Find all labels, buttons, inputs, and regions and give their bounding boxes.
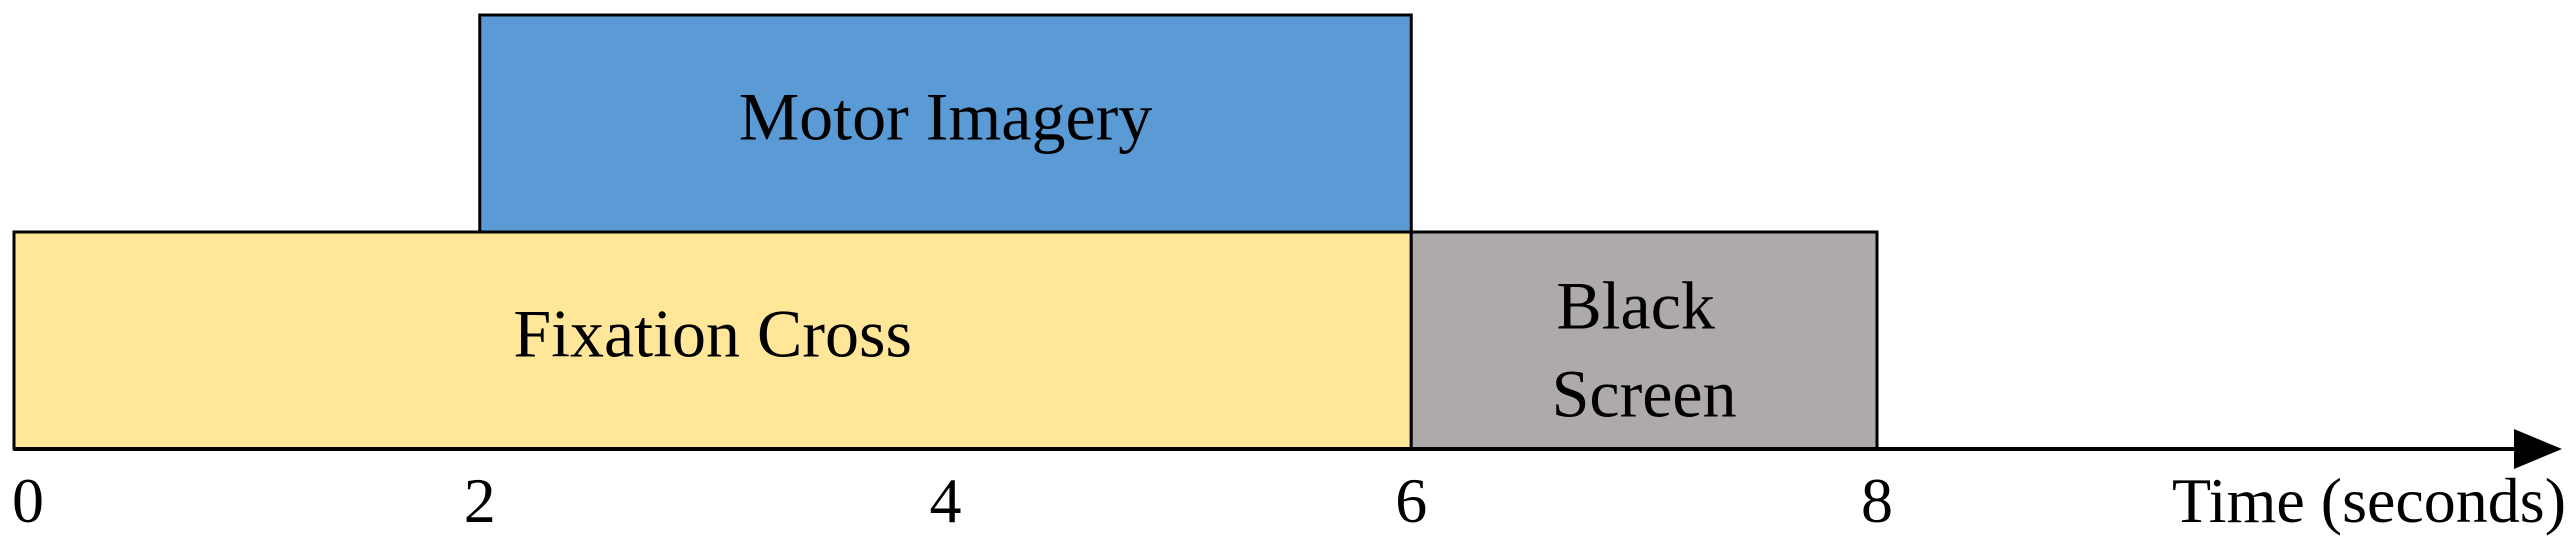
block-motor-imagery-rect (478, 13, 1413, 234)
block-black-screen-label: Black Screen (1552, 268, 1737, 432)
tick-labels: 0 2 4 6 8 (12, 465, 1893, 536)
block-fixation-cross-rect (12, 230, 1413, 451)
block-motor-imagery: Motor Imagery (478, 13, 1413, 234)
time-axis-label: Time (seconds) (2172, 465, 2566, 536)
tick-label-6: 6 (1395, 465, 1427, 536)
block-black-screen-rect (1409, 230, 1879, 451)
tick-label-8: 8 (1861, 465, 1893, 536)
block-motor-imagery-label: Motor Imagery (739, 78, 1153, 154)
block-black-screen: Black Screen (1409, 230, 1879, 451)
tick-label-4: 4 (930, 465, 962, 536)
block-fixation-cross-label: Fixation Cross (513, 295, 912, 371)
block-fixation-cross: Fixation Cross (12, 230, 1413, 451)
tick-label-0: 0 (12, 465, 44, 536)
tick-label-2: 2 (464, 465, 496, 536)
